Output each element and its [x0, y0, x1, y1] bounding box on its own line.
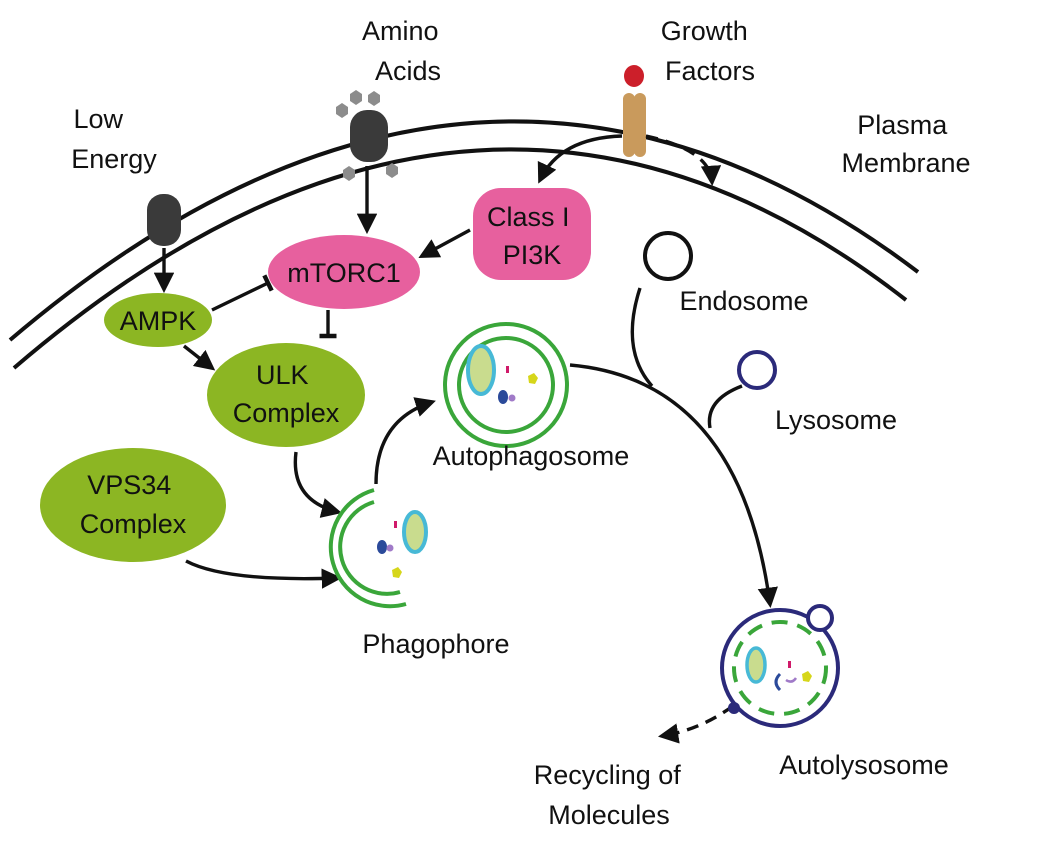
arrow-autolysosome-to-recycling	[657, 704, 734, 744]
plasma-membrane-inner	[12, 147, 908, 370]
low-energy-label: Low Energy	[71, 104, 157, 174]
growth-factors-label: Growth Factors	[661, 16, 756, 86]
arrow-autophagosome-to-autolysosome	[569, 363, 778, 609]
amino-acids-label: Amino Acids	[362, 16, 446, 86]
lysosome-label: Lysosome	[775, 405, 897, 435]
arrow-ampk-to-ulk	[182, 344, 216, 371]
arrow-ulk-to-phagophore	[293, 451, 342, 518]
amino-acid-molecules	[336, 90, 398, 181]
endosome	[643, 231, 693, 281]
mitochondrion-icon	[466, 344, 496, 396]
autolysosome	[720, 604, 840, 728]
amino-acid-transporter	[350, 110, 388, 162]
autophagosome-label: Autophagosome	[433, 441, 630, 471]
endosome-label: Endosome	[679, 286, 808, 316]
growth-factor-receptor-left	[623, 93, 635, 157]
lysosome	[737, 350, 777, 390]
vps34-complex-label: VPS34 Complex	[80, 470, 187, 539]
inhibit-ampk-mtorc1	[211, 274, 274, 312]
class1-pi3k-node	[473, 188, 591, 280]
energy-sensor-channel	[147, 194, 181, 246]
ampk-label: AMPK	[120, 306, 197, 336]
plasma-membrane-label: Plasma Membrane	[841, 110, 970, 178]
phagophore-label: Phagophore	[362, 629, 509, 659]
mtorc1-label: mTORC1	[287, 258, 401, 288]
path-endosome-to-fusion	[630, 287, 654, 388]
class1-pi3k-label: Class I PI3K	[487, 202, 577, 270]
ampk-node	[104, 293, 212, 347]
arrow-vps34-to-phagophore	[185, 559, 343, 589]
signaling-arrows	[153, 134, 778, 744]
autolysosome-label: Autolysosome	[779, 750, 949, 780]
arrow-phagophore-to-autophagosome	[374, 397, 436, 485]
arrow-pi3k-to-mtorc1	[418, 228, 471, 258]
arrow-gf-to-pi3k	[537, 134, 623, 184]
ulk-complex-label: ULK Complex	[233, 360, 340, 428]
growth-factor-ligand	[624, 65, 644, 87]
path-lysosome-to-fusion	[707, 384, 743, 429]
growth-factor-receptor-right	[634, 93, 646, 157]
mtorc1-node	[268, 235, 420, 309]
vps34-complex-node	[40, 448, 226, 562]
recycling-label: Recycling of Molecules	[534, 760, 689, 830]
plasma-membrane-outer	[8, 119, 920, 342]
autophagosome	[443, 322, 569, 448]
mitochondrion-icon-2	[402, 510, 428, 554]
phagophore	[328, 488, 428, 609]
ulk-complex-node	[207, 343, 365, 447]
